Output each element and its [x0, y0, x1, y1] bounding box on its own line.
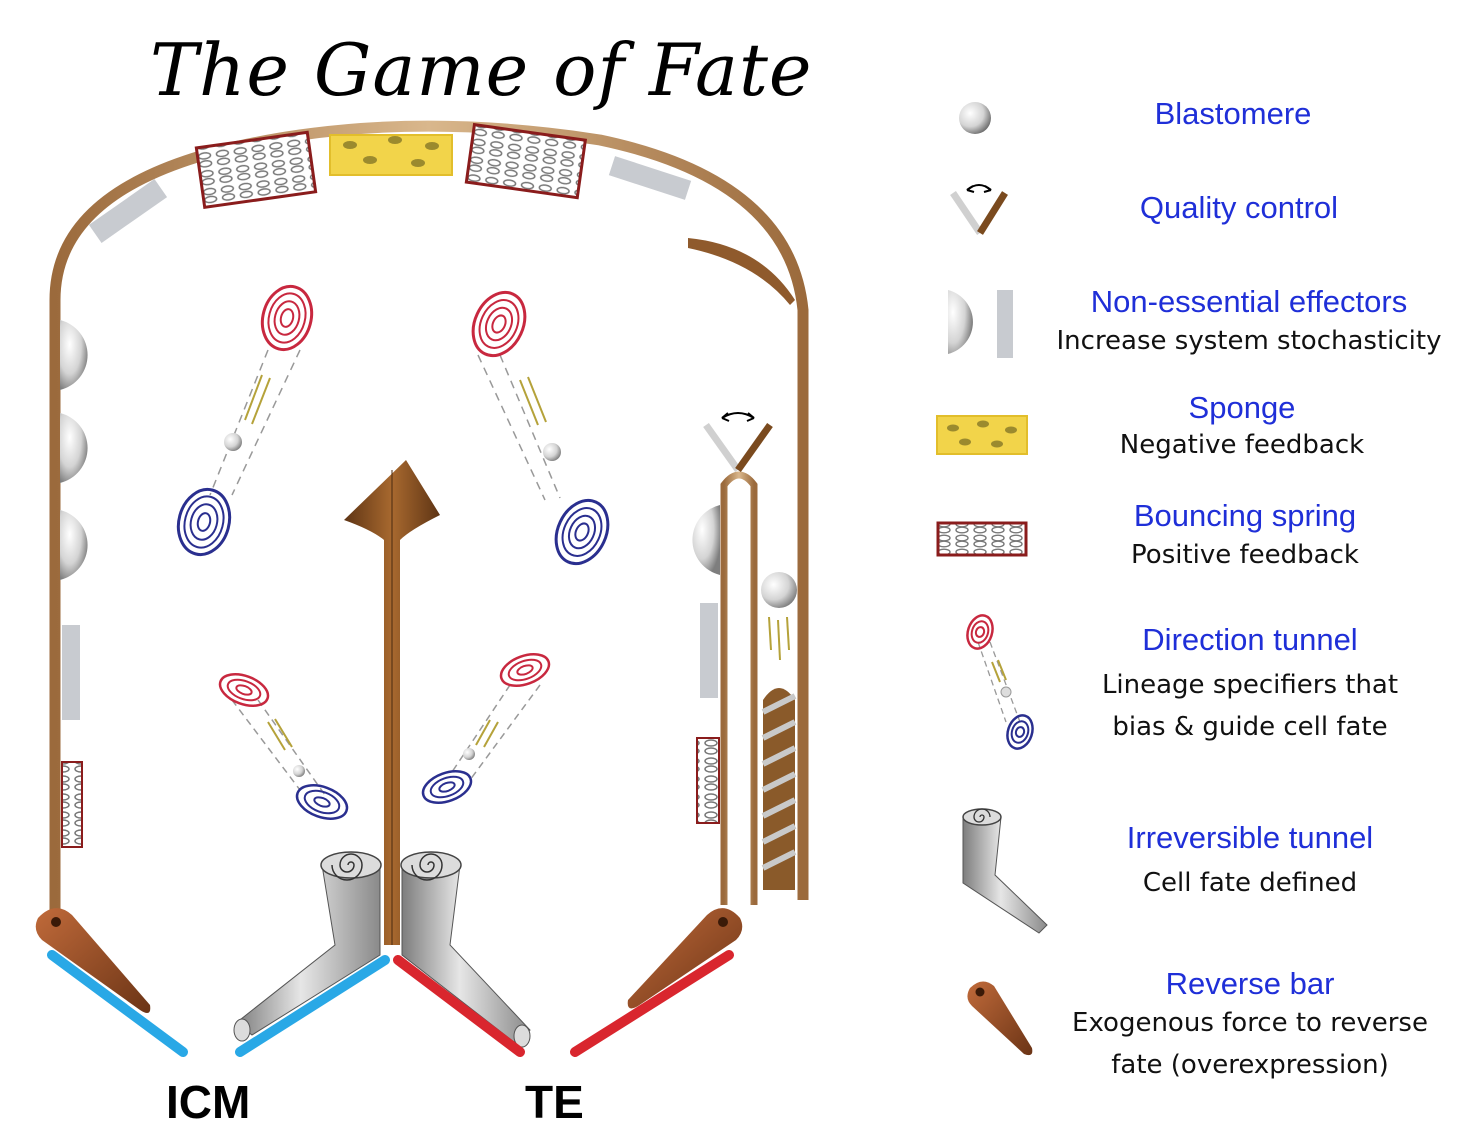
effector-bar-left: [62, 625, 80, 720]
direction-tunnel-upper-left: [176, 284, 314, 557]
direction-tunnel-lower-left: [218, 673, 349, 820]
irreversible-tunnel-right: [393, 851, 531, 1057]
spring-left: [61, 761, 83, 848]
legend-desc-reverse-bar-2: fate (overexpression): [1111, 1050, 1389, 1080]
flipper-right: [570, 908, 743, 1057]
plunger: [761, 688, 797, 890]
bouncing-spring-icon: [936, 521, 1028, 557]
sponge-icon: [936, 415, 1028, 455]
legend-desc-sponge: Negative feedback: [1119, 430, 1365, 460]
irreversible-tunnel-left: [233, 851, 390, 1057]
spring-top-right: [464, 122, 588, 200]
effector-bar-top-left: [88, 179, 168, 243]
quality-control-icon: [950, 184, 1008, 235]
legend-title-quality-control: Quality control: [1139, 190, 1339, 225]
page-title: The Game of Fate: [150, 28, 813, 112]
effector-bar-right: [700, 603, 718, 698]
legend-title-non-essential-effectors: Non-essential effectors: [1090, 284, 1408, 319]
legend-desc-irreversible-tunnel: Cell fate defined: [1142, 868, 1358, 898]
reverse-bar-icon: [967, 981, 1033, 1056]
legend-desc-reverse-bar-1: Exogenous force to reverse: [1072, 1008, 1428, 1038]
legend-title-reverse-bar: Reverse bar: [1165, 966, 1335, 1001]
legend-title-sponge: Sponge: [1188, 390, 1296, 425]
legend-desc-non-essential-effectors: Increase system stochasticity: [1056, 326, 1442, 356]
legend-title-irreversible-tunnel: Irreversible tunnel: [1126, 820, 1374, 855]
board-frame: [49, 120, 809, 920]
spring-right: [696, 737, 720, 824]
bumper-right: [692, 505, 720, 575]
legend-desc-direction-tunnel-1: Lineage specifiers that: [1101, 670, 1399, 700]
flipper-left: [35, 908, 188, 1057]
launch-lane: [720, 471, 758, 905]
bumper-left-2: [60, 413, 88, 483]
legend-title-bouncing-spring: Bouncing spring: [1133, 498, 1357, 533]
blastomere-icon: [959, 102, 991, 134]
quality-control-gate: [703, 412, 773, 473]
irreversible-tunnel-icon: [962, 808, 1048, 934]
legend-desc-direction-tunnel-2: bias & guide cell fate: [1112, 712, 1388, 742]
non-essential-effector-icon: [948, 290, 1013, 358]
blastomere-launch: [761, 572, 797, 608]
spring-top-left: [194, 130, 318, 210]
direction-tunnel-icon: [966, 614, 1034, 750]
legend-title-direction-tunnel: Direction tunnel: [1142, 622, 1358, 657]
legend-title-blastomere: Blastomere: [1154, 96, 1312, 131]
direction-tunnel-upper-right: [471, 290, 610, 566]
effector-bar-top-right: [608, 156, 692, 200]
te-label: TE: [525, 1076, 584, 1128]
launch-curl: [688, 238, 795, 305]
bumper-left-1: [60, 320, 88, 390]
icm-label: ICM: [166, 1076, 251, 1128]
bumper-left-3: [60, 510, 88, 580]
sponge-top: [329, 134, 453, 176]
direction-tunnel-lower-right: [421, 653, 551, 804]
legend-desc-bouncing-spring: Positive feedback: [1131, 540, 1359, 570]
